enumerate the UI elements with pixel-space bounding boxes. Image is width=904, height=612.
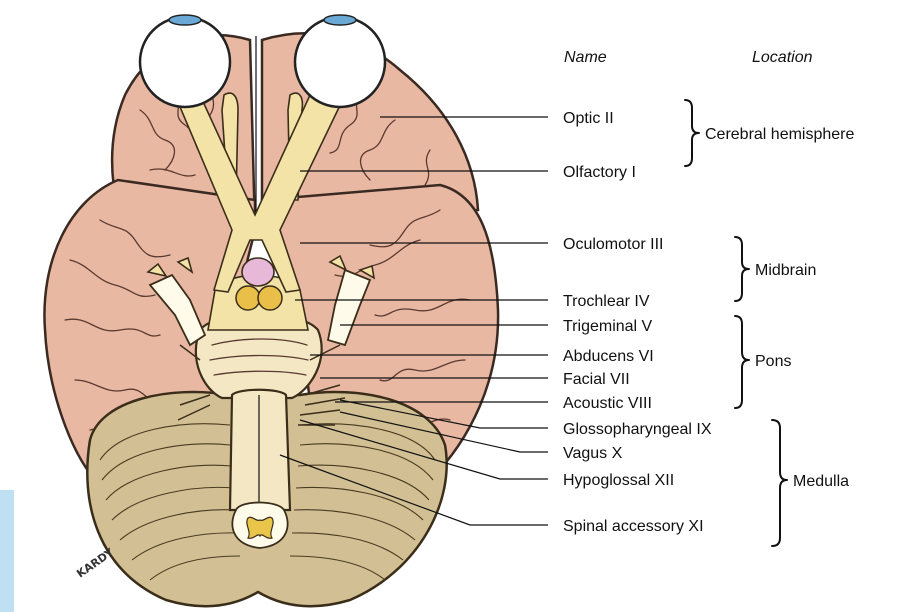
header-name: Name: [564, 49, 607, 66]
right-iris: [324, 15, 356, 25]
label-optic: Optic II: [563, 110, 614, 127]
location-braces: [685, 100, 787, 546]
brace-pons: [735, 316, 749, 408]
label-trochlear: Trochlear IV: [563, 293, 650, 310]
label-pons: Pons: [755, 353, 791, 370]
label-medulla: Medulla: [793, 473, 849, 490]
header-location: Location: [752, 49, 813, 66]
label-vagus: Vagus X: [563, 445, 623, 462]
artist-signature: KARDY: [74, 545, 117, 580]
pituitary-stalk: [242, 258, 274, 286]
label-trigeminal: Trigeminal V: [563, 318, 653, 335]
left-iris: [169, 15, 201, 25]
label-spinal-accessory: Spinal accessory XI: [563, 518, 704, 535]
medulla: [230, 390, 290, 510]
brace-medulla: [772, 420, 787, 546]
mammillary-body-left: [236, 286, 260, 310]
label-oculomotor: Oculomotor III: [563, 236, 663, 253]
brace-cerebral: [685, 100, 699, 166]
spinal-cord-gray-matter: [247, 517, 273, 538]
right-eyeball: [295, 17, 385, 107]
label-midbrain: Midbrain: [755, 262, 816, 279]
brain-illustration: KARDY: [44, 15, 498, 606]
label-glossopharyngeal: Glossopharyngeal IX: [563, 421, 712, 438]
left-edge-bar: [0, 490, 14, 612]
brace-midbrain: [735, 237, 749, 301]
label-cerebral-hemisphere: Cerebral hemisphere: [705, 126, 855, 143]
label-olfactory: Olfactory I: [563, 164, 636, 181]
label-abducens: Abducens VI: [563, 348, 654, 365]
mammillary-body-right: [258, 286, 282, 310]
label-hypoglossal: Hypoglossal XII: [563, 472, 674, 489]
label-acoustic: Acoustic VIII: [563, 395, 652, 412]
left-eyeball: [140, 17, 230, 107]
label-facial: Facial VII: [563, 371, 630, 388]
nerve-labels: Optic II Olfactory I Oculomotor III Troc…: [563, 110, 712, 535]
